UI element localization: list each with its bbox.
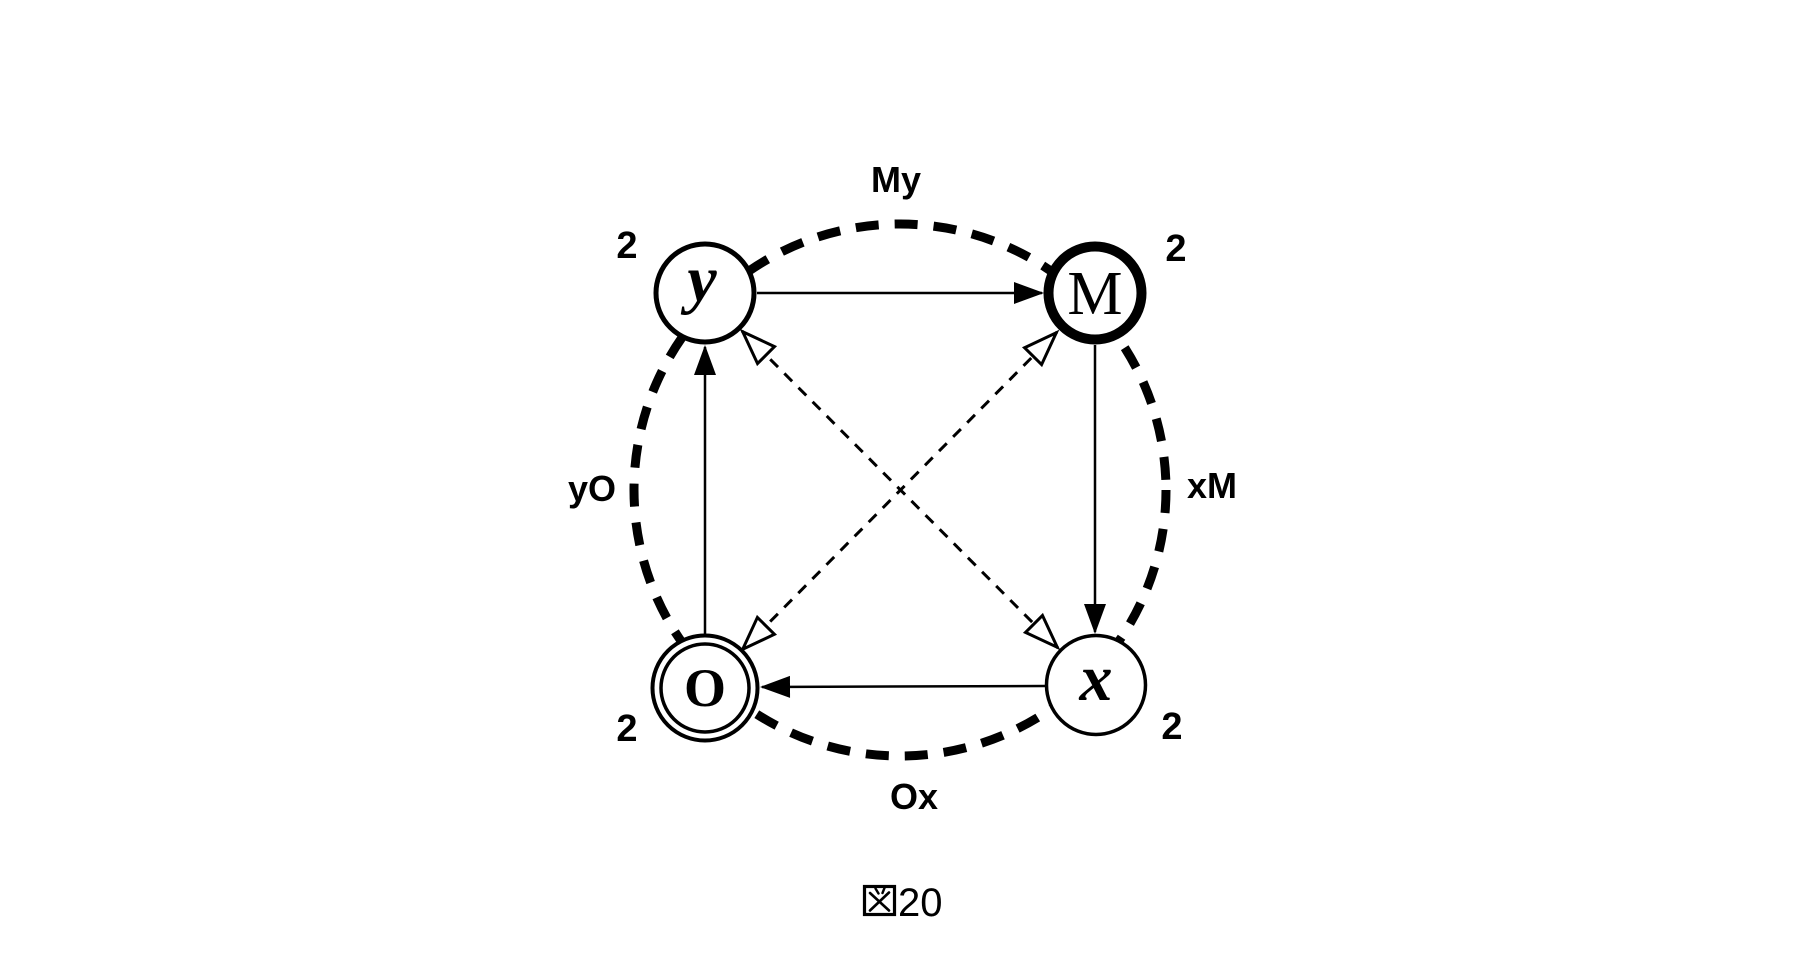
node-y-circle bbox=[653, 241, 757, 345]
node-O-inner-circle bbox=[659, 642, 751, 734]
node-M: M 2 bbox=[1043, 228, 1187, 345]
node-O: O 2 bbox=[616, 633, 760, 750]
figure-caption: 20 bbox=[862, 881, 943, 925]
cycle-label-yO: yO bbox=[568, 468, 616, 509]
node-y-label: y bbox=[680, 243, 717, 316]
node-x: x 2 bbox=[1044, 633, 1183, 748]
node-O-corner-number: 2 bbox=[616, 708, 637, 750]
cycle-label-xM: xM bbox=[1187, 465, 1237, 506]
dashed-double-arrow-O-M bbox=[739, 329, 1060, 653]
node-y: y 2 bbox=[616, 225, 757, 345]
node-x-corner-number: 2 bbox=[1161, 706, 1182, 748]
node-x-label: x bbox=[1079, 642, 1113, 715]
kanji-zu-glyph bbox=[862, 884, 897, 917]
node-y-corner-number: 2 bbox=[616, 225, 637, 267]
cycle-dashed-circle bbox=[629, 219, 1171, 761]
node-x-circle bbox=[1044, 633, 1148, 737]
node-M-corner-number: 2 bbox=[1165, 228, 1186, 270]
solid-arrow-x-to-O bbox=[760, 675, 1046, 698]
node-M-circle bbox=[1043, 241, 1147, 345]
node-O-outer-circle bbox=[650, 633, 760, 743]
cycle-label-My: My bbox=[871, 159, 921, 200]
figure-caption-number: 20 bbox=[898, 881, 943, 925]
node-M-label: M bbox=[1067, 260, 1122, 328]
cycle-label-Ox: Ox bbox=[890, 776, 938, 817]
node-O-label: O bbox=[684, 658, 726, 718]
